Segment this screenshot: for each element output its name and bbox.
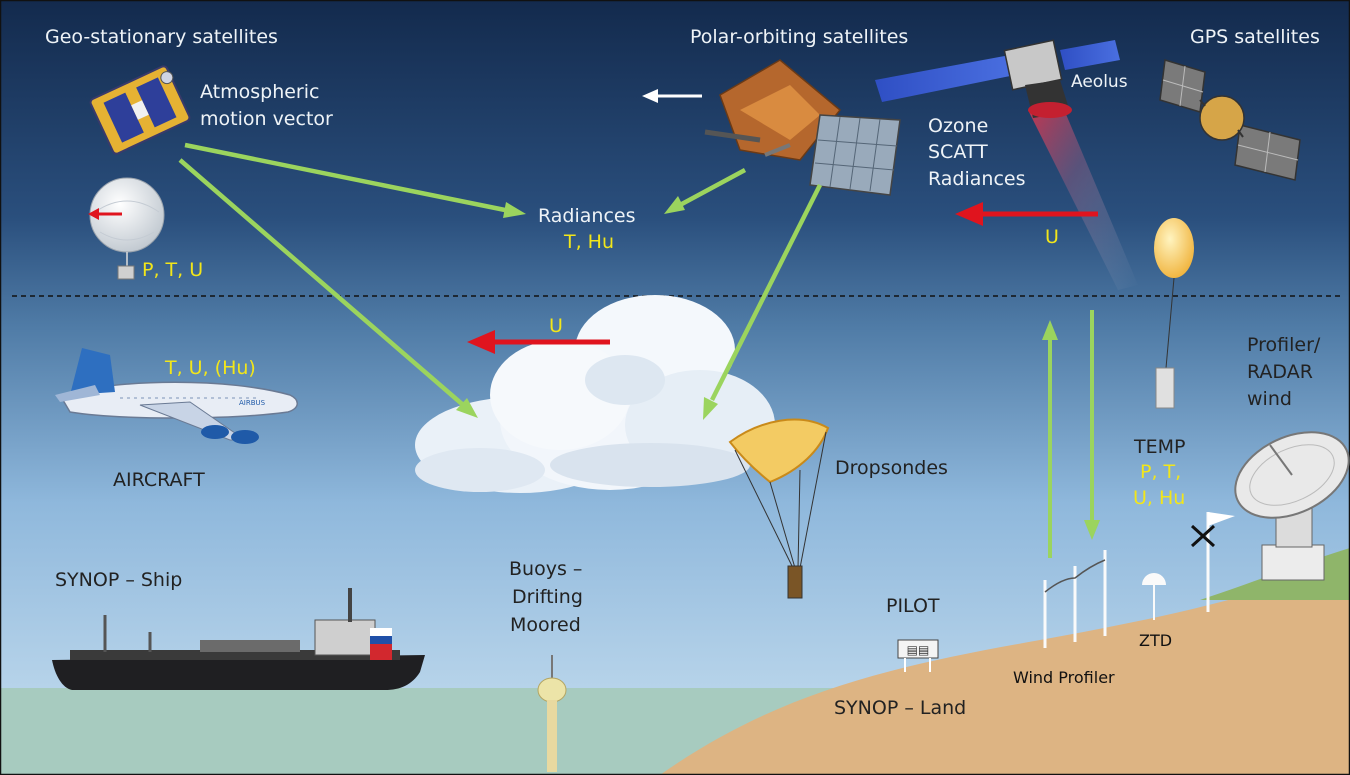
arrow-geo-to-radiances: [184, 142, 526, 218]
satellite-motion-arrow: [642, 89, 702, 103]
temp-label: TEMP: [1133, 436, 1185, 458]
arrow-profiler-down: [1084, 310, 1100, 540]
arrow-polar-to-radiances: [664, 168, 747, 214]
temp-radiosonde-balloon-icon: [1154, 218, 1194, 409]
radar-dish-icon: [1234, 431, 1350, 581]
arrow-polar-to-cloud: [703, 183, 823, 420]
wind-arrow-cloud: [467, 330, 610, 354]
scatt-label: SCATT: [928, 141, 988, 163]
synop-land-label: SYNOP – Land: [834, 697, 966, 719]
buoy-icon: [537, 655, 567, 772]
u-wind-label-cloud: U: [549, 315, 563, 337]
u-wind-label-top: U: [1045, 226, 1059, 248]
balloon-ptu-label: P, T, U: [142, 259, 203, 281]
synop-ship-label: SYNOP – Ship: [55, 569, 182, 591]
radiances-right-label: Radiances: [928, 168, 1026, 190]
ozone-label: Ozone: [928, 115, 988, 137]
wind-profiler-icon: [1043, 550, 1107, 648]
land: [660, 560, 1350, 775]
svg-text:▤▤: ▤▤: [907, 643, 930, 657]
wind-profiler-label: Wind Profiler: [1013, 668, 1115, 687]
weather-balloon-icon: [89, 177, 165, 280]
radiances-center-label: Radiances: [538, 205, 636, 227]
temp-vars-line1: P, T,: [1140, 461, 1181, 483]
pilot-station-icon: ▤▤: [897, 639, 939, 672]
t-hu-label: T, Hu: [563, 231, 614, 253]
polar-satellite-icon: [704, 59, 901, 196]
gps-satellite-icon: [1159, 59, 1301, 181]
profiler-label-line2: RADAR: [1247, 361, 1313, 383]
amv-label-line2: motion vector: [200, 108, 333, 130]
polar-satellites-label: Polar-orbiting satellites: [690, 26, 908, 48]
arrow-profiler-up: [1042, 320, 1058, 558]
buoys-label-line3: Moored: [510, 614, 581, 636]
buoys-label-line1: Buoys –: [509, 558, 582, 580]
cloud-icon: [415, 295, 775, 493]
gps-satellites-label: GPS satellites: [1190, 26, 1320, 48]
ship-icon: [52, 588, 425, 690]
aeolus-satellite-icon: [875, 39, 1120, 118]
ztd-antenna-icon: [1142, 573, 1166, 620]
airbus-livery: AIRBUS: [239, 399, 266, 407]
anemometer-icon: [1190, 512, 1235, 612]
amv-label-line1: Atmospheric: [200, 81, 319, 103]
aeolus-label: Aeolus: [1071, 72, 1128, 92]
arrow-geo-to-cloud: [178, 158, 478, 418]
buoys-label-line2: Drifting: [512, 586, 583, 608]
pilot-label: PILOT: [886, 595, 940, 617]
geo-satellites-label: Geo-stationary satellites: [45, 26, 278, 48]
wind-arrow-aeolus: [955, 202, 1098, 226]
profiler-label-line1: Profiler/: [1247, 334, 1321, 356]
aeolus-laser-beam: [1028, 100, 1138, 290]
balloon-wind-arrow: [88, 208, 122, 220]
aircraft-icon: [55, 348, 298, 444]
temp-vars-line2: U, Hu: [1133, 487, 1185, 509]
geostationary-satellite-icon: [89, 65, 191, 155]
dropsonde-parachute-icon: [728, 418, 830, 599]
ztd-label: ZTD: [1139, 631, 1172, 650]
aircraft-vars-label: T, U, (Hu): [164, 357, 256, 379]
dropsondes-label: Dropsondes: [835, 457, 948, 479]
profiler-label-line3: wind: [1247, 388, 1292, 410]
aircraft-label: AIRCRAFT: [113, 469, 205, 491]
